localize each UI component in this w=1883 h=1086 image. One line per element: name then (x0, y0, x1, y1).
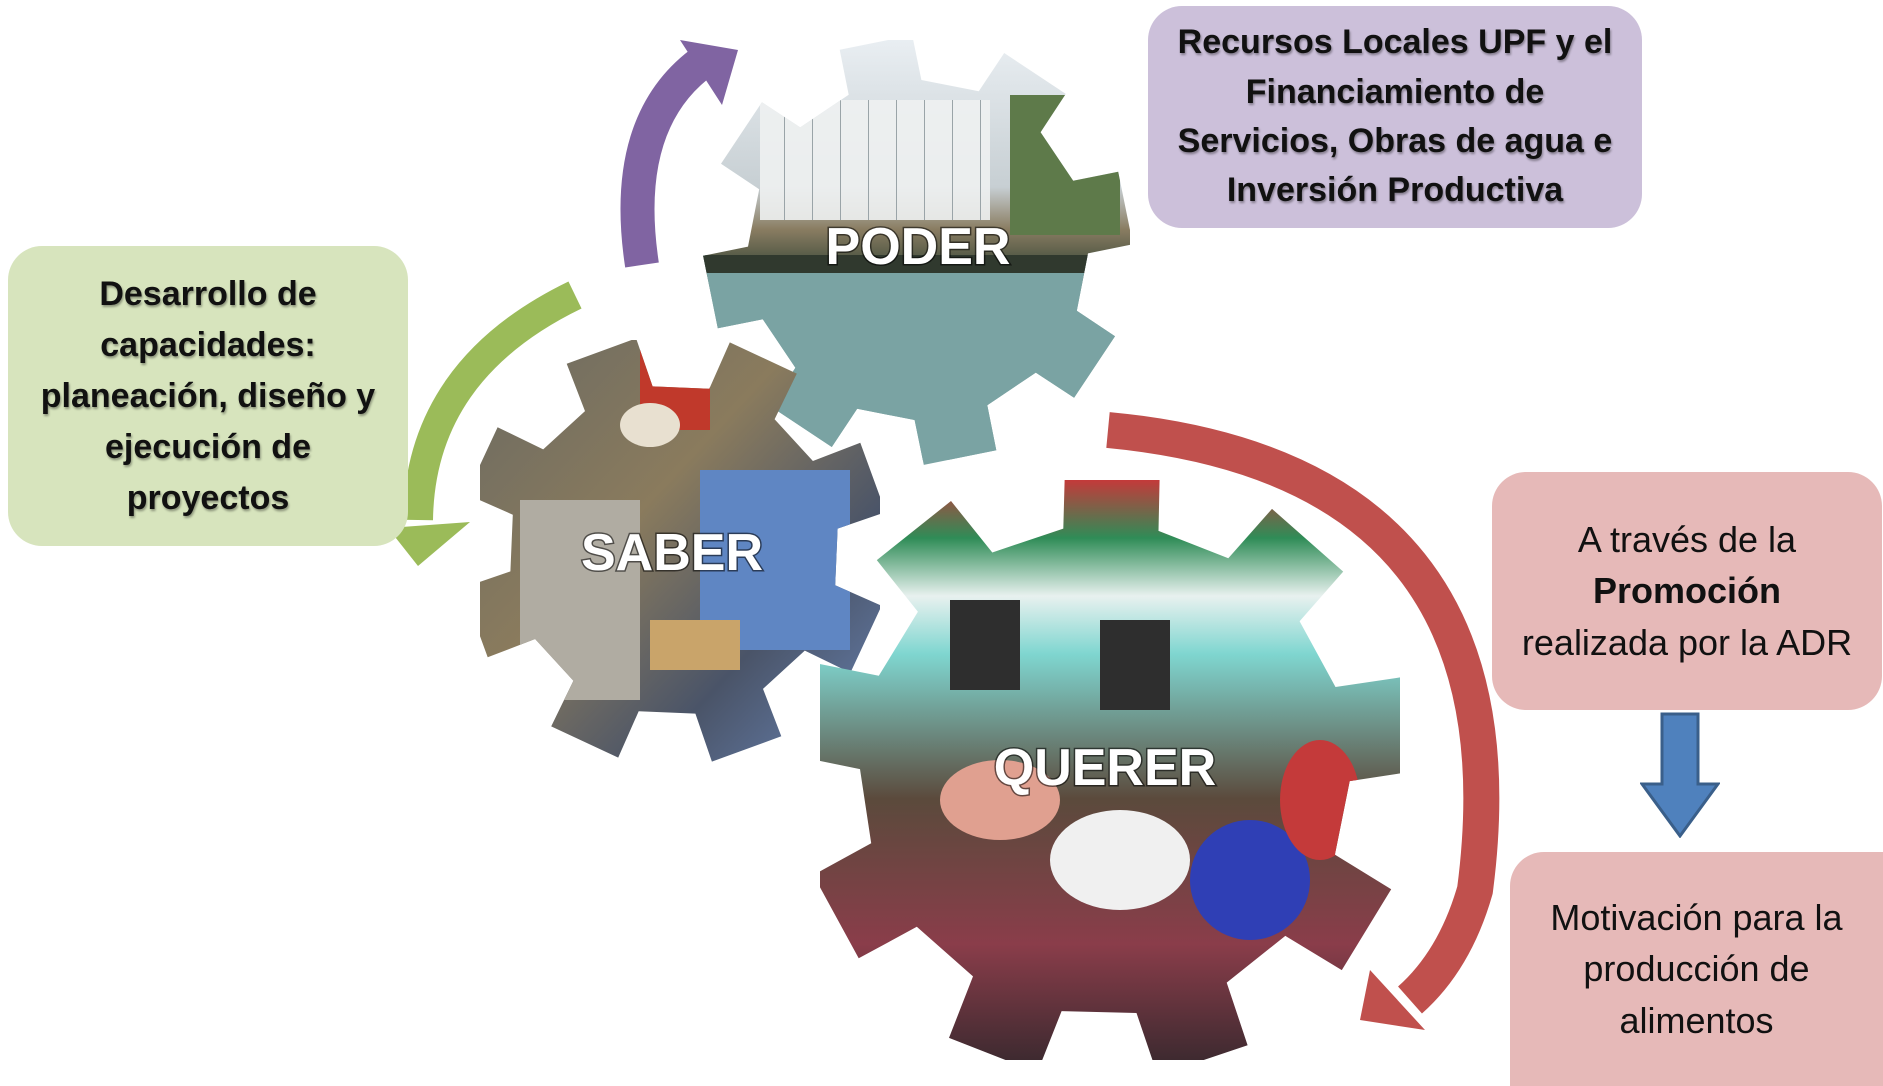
gear-querer-label: QUERER (994, 739, 1216, 797)
green-cycle-arrow (388, 281, 582, 566)
promocion-box: A través de la Promoción realizada por l… (1492, 472, 1882, 710)
promocion-text-before: A través de la (1577, 519, 1797, 561)
recursos-box: Recursos Locales UPF y el Financiamiento… (1148, 6, 1642, 228)
recursos-text: Recursos Locales UPF y el Financiamiento… (1177, 23, 1613, 210)
blue-down-arrow (1640, 712, 1720, 838)
motivacion-box: Motivación para la producción de aliment… (1510, 852, 1883, 1086)
promocion-text: A través de la Promoción realizada por l… (1522, 514, 1852, 667)
motivacion-text: Motivación para la producción de aliment… (1550, 897, 1843, 1041)
purple-cycle-arrow (620, 40, 738, 268)
gear-saber-label: SABER (581, 524, 763, 582)
gear-poder-label: PODER (826, 218, 1011, 276)
promocion-text-after: realizada por la ADR (1521, 621, 1853, 663)
capacidades-text: Desarrollo de capacidades: planeación, d… (40, 274, 376, 517)
gear-querer: QUERER (820, 480, 1400, 1060)
capacidades-box: Desarrollo de capacidades: planeación, d… (8, 246, 408, 546)
red-cycle-arrow (1106, 412, 1500, 1030)
promocion-text-bold: Promoción (1592, 570, 1781, 612)
